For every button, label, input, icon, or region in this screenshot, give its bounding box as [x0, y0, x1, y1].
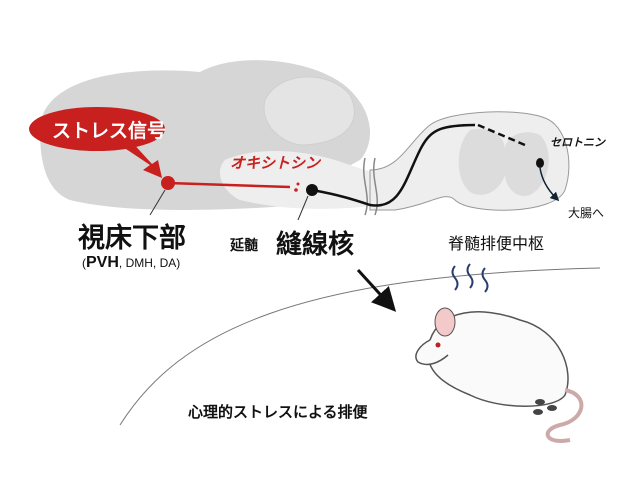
cut-mark — [363, 157, 378, 216]
serotonin-label: セロトニン — [550, 136, 605, 149]
raphe-axon — [311, 123, 476, 207]
raphe-label: 縫線核 — [276, 230, 355, 260]
rat-illustration — [415, 263, 584, 443]
spinal-center-label: 脊髄排便中枢 — [448, 234, 545, 253]
spinal-neuron — [536, 158, 544, 168]
raphe-axon-dashed — [477, 123, 526, 147]
oxytocin-axon — [167, 181, 291, 189]
stress-signal-bubble — [29, 107, 165, 151]
hypothalamus-label: 視床下部 — [78, 223, 186, 254]
medulla-label: 延髄 — [230, 238, 258, 254]
down-arrow — [356, 268, 397, 312]
oxytocin-release-dot — [296, 182, 300, 186]
hypothalamus-pointer — [149, 189, 166, 216]
to-colon-label: 大腸へ — [568, 206, 605, 220]
caption: 心理的ストレスによる排便 — [188, 403, 368, 421]
hypothalamus-subregions: (PVH, DMH, DA) — [82, 254, 180, 272]
divider-arc — [119, 267, 601, 426]
cerebellum-shape — [263, 76, 355, 146]
spinal-gray-matter — [458, 128, 549, 196]
raphe-pointer — [297, 195, 309, 221]
pvh-neuron — [161, 176, 175, 190]
paren-open: ( — [82, 256, 86, 270]
other-nuclei: , DMH, DA) — [118, 256, 181, 270]
brainstem-shape — [220, 150, 380, 209]
stress-arrow — [120, 140, 162, 178]
colon-axon-arrow — [539, 167, 560, 202]
raphe-neuron — [306, 184, 318, 196]
oxytocin-release-dot — [294, 188, 298, 192]
pvh-label: PVH — [86, 254, 119, 271]
stress-signal-label: ストレス信号 — [52, 120, 167, 142]
oxytocin-label: オキシトシン — [230, 154, 321, 172]
